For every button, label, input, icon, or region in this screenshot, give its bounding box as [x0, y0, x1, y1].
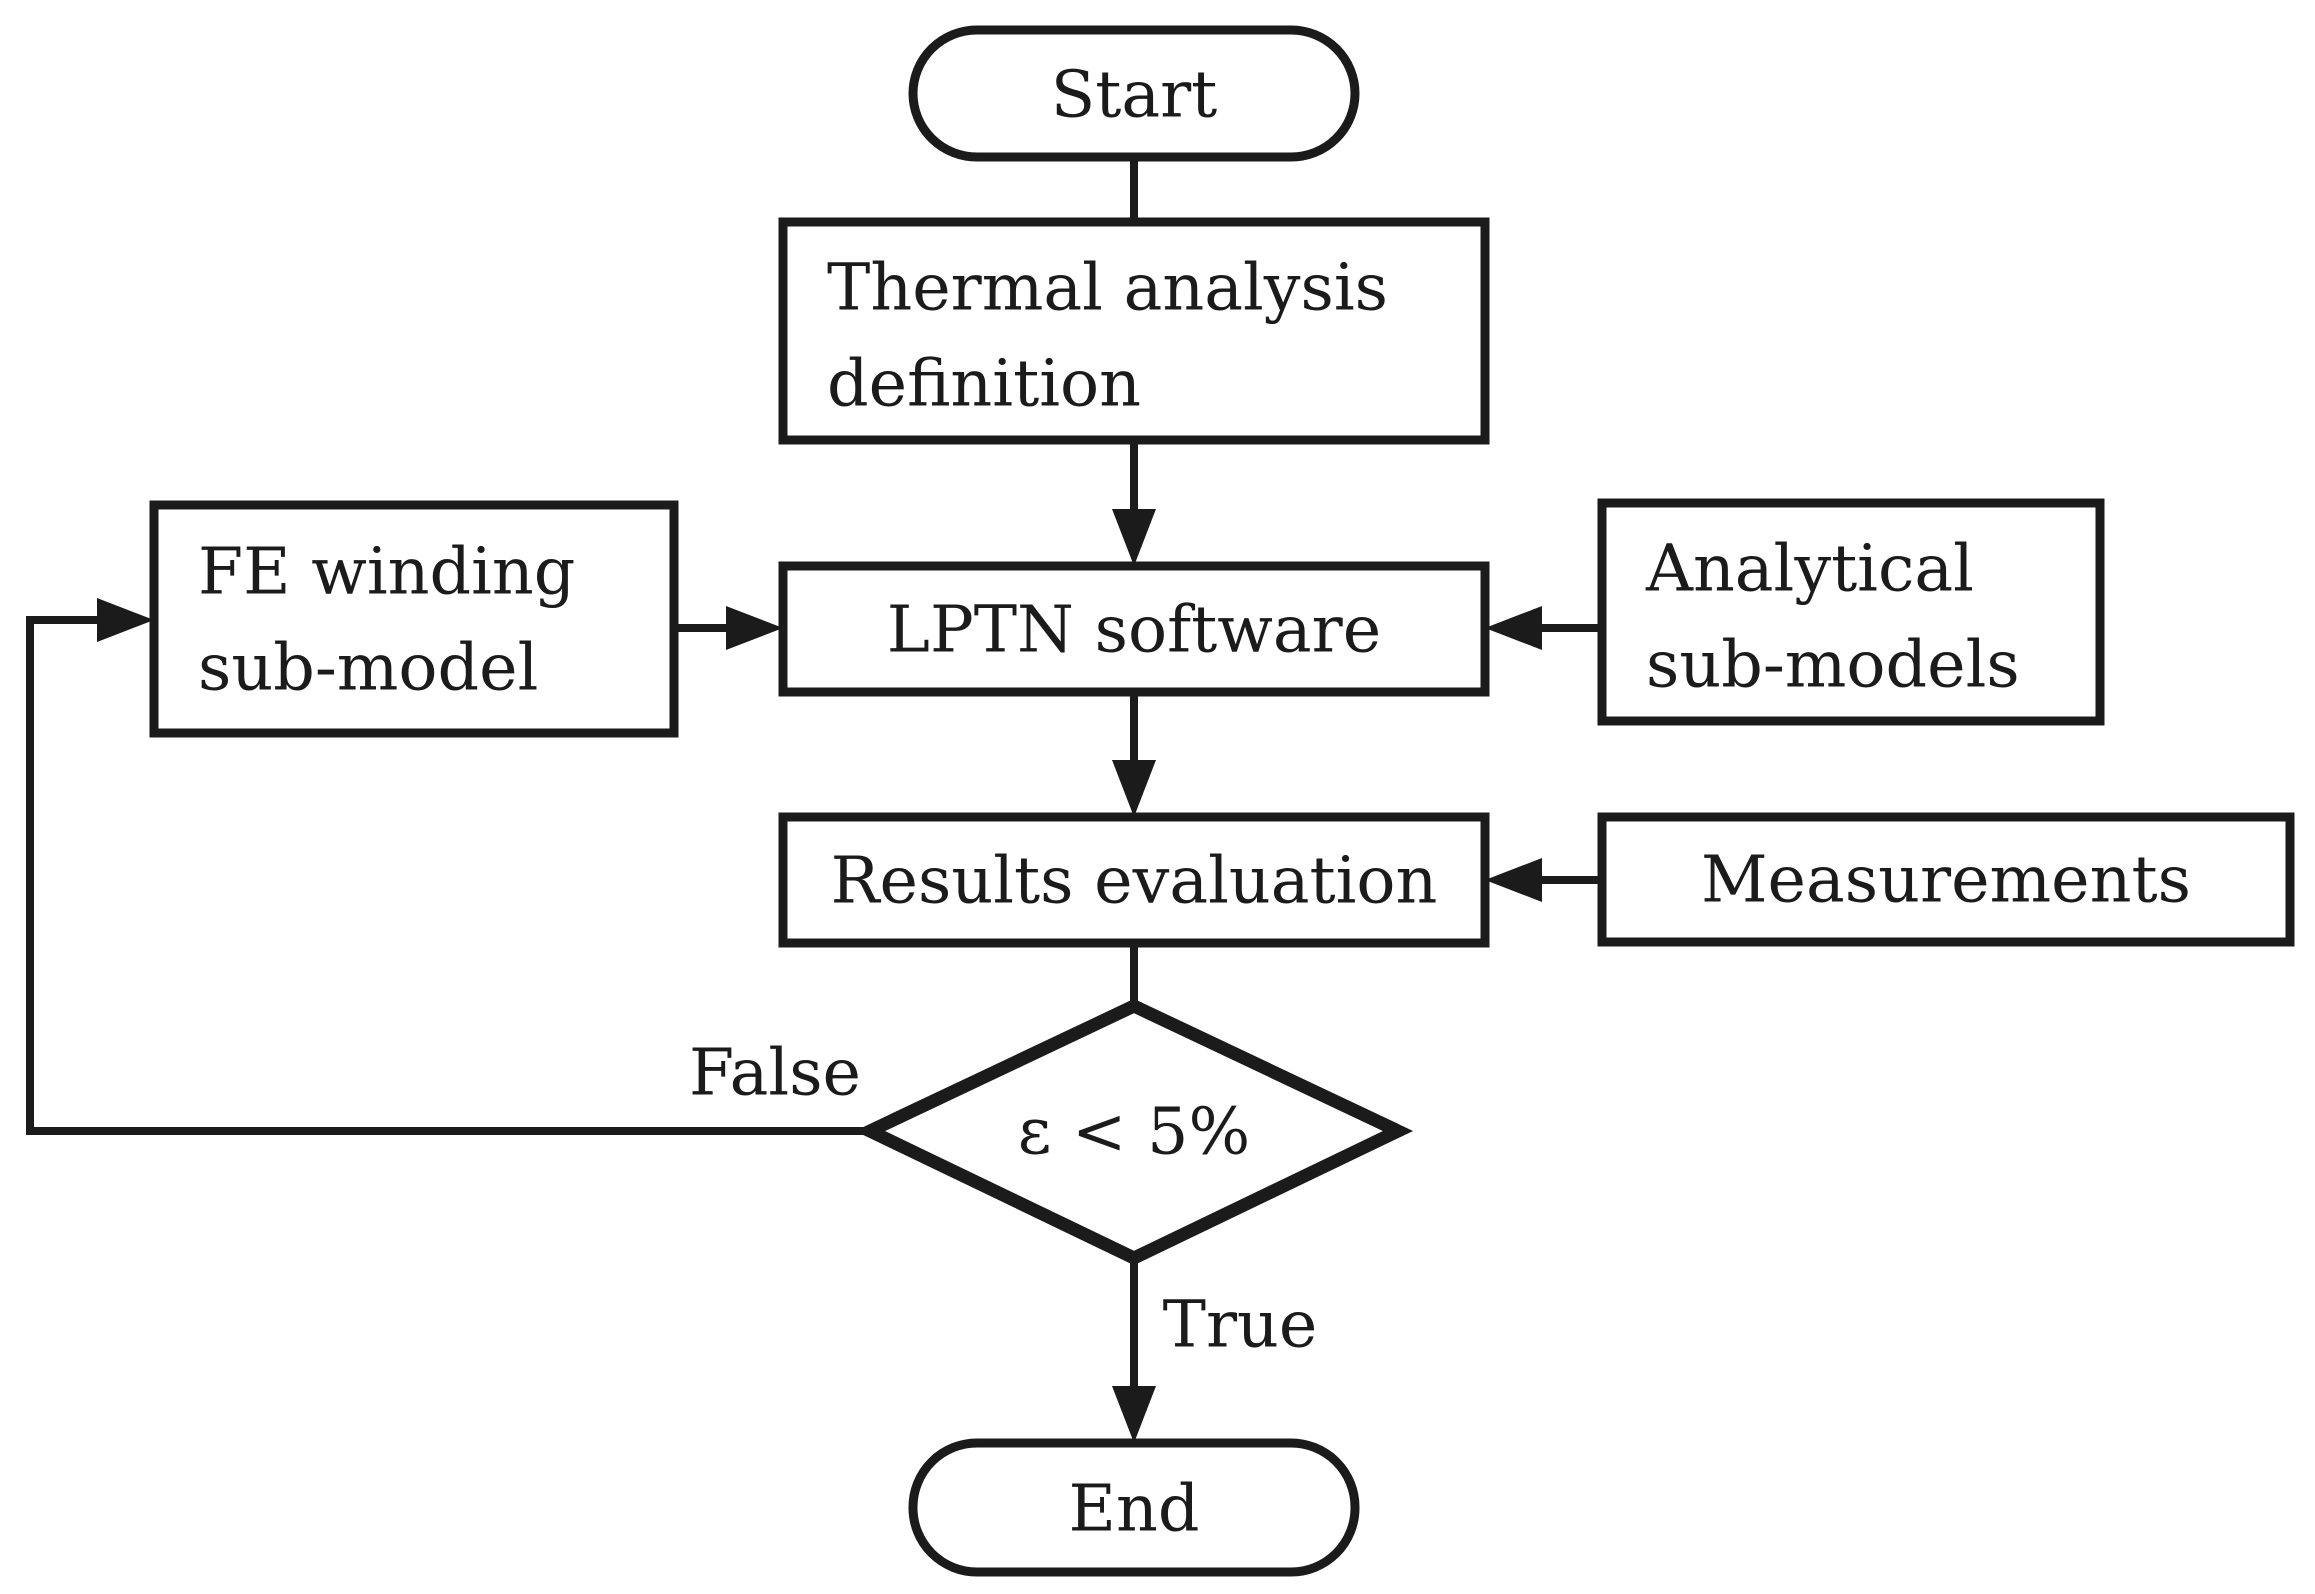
edge-label-false: False [689, 1036, 861, 1111]
measurements-shape [1597, 812, 2295, 947]
thermal-label-line2: definition [827, 347, 1141, 422]
start-shape [908, 25, 1360, 162]
fe-winding-label-line2: sub-model [198, 631, 538, 706]
edge-label-true: True [1163, 1288, 1318, 1363]
node-thermal-analysis-definition: Thermal analysis definition [778, 217, 1490, 445]
decision-label: ε < 5% [1018, 1095, 1251, 1170]
analytical-shape [1597, 498, 2105, 726]
decision-shape [854, 998, 1414, 1266]
edge-fe-lptn-arrowhead-icon [726, 606, 783, 650]
analytical-label-line1: Analytical [1645, 532, 1974, 607]
node-lptn-software: LPTN software [778, 561, 1490, 697]
thermal-shape [778, 217, 1490, 445]
edge-analytical-lptn-arrowhead-icon [1485, 606, 1542, 650]
node-decision-epsilon: ε < 5% [854, 998, 1414, 1266]
lptn-shape [778, 561, 1490, 697]
end-shape [908, 1438, 1360, 1577]
results-label: Results evaluation [831, 844, 1438, 919]
node-start: Start [908, 25, 1360, 162]
fe-winding-shape [149, 500, 679, 738]
edge-thermal-lptn-arrowhead-icon [1112, 509, 1156, 566]
node-fe-winding-sub-model: FE winding sub-model [149, 500, 679, 738]
edge-measurements-results-arrowhead-icon [1485, 858, 1542, 902]
lptn-label: LPTN software [887, 593, 1381, 668]
thermal-label-line1: Thermal analysis [827, 251, 1388, 326]
edge-decision-fe-loop [26, 616, 870, 1135]
edge-decision-end-arrowhead-icon [1112, 1386, 1156, 1443]
end-label: End [1069, 1472, 1200, 1547]
node-analytical-sub-models: Analytical sub-models [1597, 498, 2105, 726]
node-results-evaluation: Results evaluation [778, 812, 1490, 948]
fe-winding-label-line1: FE winding [198, 535, 575, 610]
edge-lptn-results-arrowhead-icon [1112, 760, 1156, 817]
edges-layer [26, 157, 1602, 1443]
node-end: End [908, 1438, 1360, 1577]
start-label: Start [1051, 58, 1218, 133]
results-shape [778, 812, 1490, 948]
analytical-label-line2: sub-models [1646, 628, 2020, 703]
node-measurements: Measurements [1597, 812, 2295, 947]
edge-decision-fe-arrowhead-icon [97, 598, 154, 642]
measurements-label: Measurements [1701, 843, 2191, 918]
